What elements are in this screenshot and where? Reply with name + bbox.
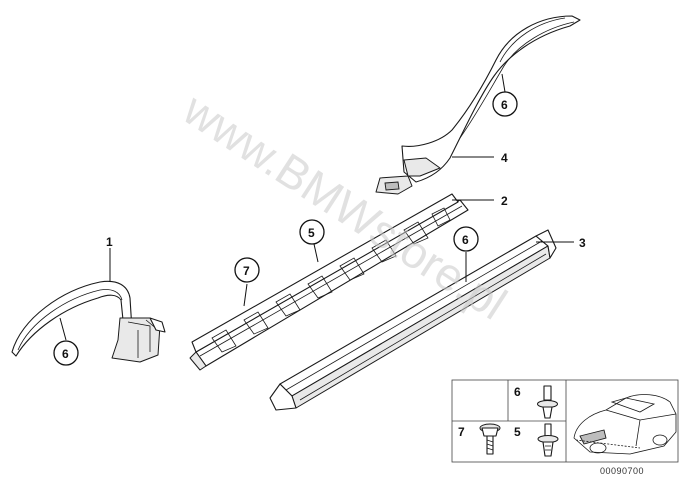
legend-label-7: 7 [458, 425, 465, 439]
part-4-wheel-arch-rear [375, 15, 581, 195]
svg-text:6: 6 [462, 233, 469, 247]
part-label-3: 3 [579, 236, 586, 250]
part-label-2: 2 [501, 194, 508, 208]
part-3-sill-panel [269, 229, 557, 411]
part-1-wheel-arch-front [11, 280, 166, 363]
clip-rivet-icon [537, 423, 559, 457]
svg-text:5: 5 [308, 226, 315, 240]
svg-text:6: 6 [62, 347, 69, 361]
svg-text:6: 6 [501, 98, 508, 112]
legend-label-6: 6 [514, 385, 521, 399]
sill-rail-clip-slots [211, 207, 451, 353]
callout-7-rail: 7 [234, 257, 260, 283]
part-label-1: 1 [106, 235, 113, 249]
legend-label-5: 5 [514, 425, 521, 439]
reference-code: 00090700 [600, 466, 644, 476]
leader-lines [59, 73, 574, 341]
screw-icon [479, 423, 501, 455]
rivet-icon [537, 385, 558, 419]
callout-6-top: 6 [492, 91, 518, 117]
callout-5-rail: 5 [299, 219, 325, 245]
fastener-legend: 6 7 5 [451, 379, 679, 476]
callout-6-left: 6 [53, 340, 79, 366]
part-2-sill-rail [189, 193, 469, 371]
car-silhouette-icon [573, 394, 677, 455]
svg-text:7: 7 [243, 264, 250, 278]
part-label-4: 4 [501, 151, 508, 165]
callout-6-sill: 6 [453, 226, 479, 252]
